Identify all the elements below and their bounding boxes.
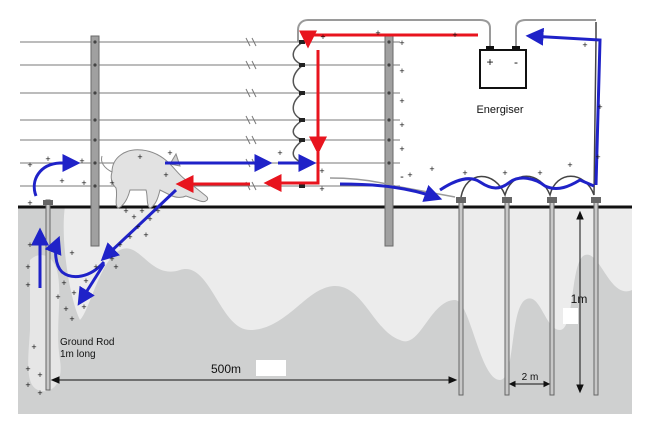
wire-break-marks [245, 37, 257, 191]
svg-text:+: + [37, 370, 42, 380]
svg-text:+: + [81, 302, 86, 312]
svg-text:+: + [429, 164, 434, 174]
moist-soil-zone [63, 206, 633, 380]
rod-depth-label: 1m [571, 292, 588, 306]
svg-text:+: + [69, 314, 74, 324]
distance-dimension [50, 376, 458, 384]
return-current-soil-curve [44, 235, 106, 279]
svg-text:+: + [375, 28, 380, 38]
svg-text:+: + [69, 248, 74, 258]
svg-text:+: + [320, 32, 325, 42]
svg-text:+: + [55, 292, 60, 302]
svg-text:+: + [407, 170, 412, 180]
earth-lead-wire [515, 19, 596, 46]
svg-text:+: + [399, 144, 404, 154]
return-current-animal-to-soil [100, 188, 178, 262]
svg-text:+: + [83, 276, 88, 286]
live-current-path-to-animal [263, 152, 320, 192]
svg-text:+: + [399, 96, 404, 106]
svg-text:+: + [27, 198, 32, 208]
ground-rod-label: Ground Rod [60, 337, 114, 348]
svg-text:+: + [25, 280, 30, 290]
live-lead-wire [297, 19, 491, 46]
negative-charge-symbol: - [400, 171, 404, 183]
live-current-path-top [299, 30, 478, 49]
fence-post-left [90, 35, 100, 247]
rod-spacing-dimension [508, 380, 551, 388]
svg-text:+: + [277, 148, 282, 158]
svg-text:+: + [131, 212, 136, 222]
distance-label: 500m [211, 362, 241, 376]
svg-text:+: + [127, 232, 132, 242]
battery-positive-terminal: + [486, 55, 493, 69]
svg-text:+: + [537, 168, 542, 178]
ground-rods [45, 199, 599, 396]
wire-insulators [299, 40, 305, 188]
return-current-earth-wire [439, 176, 595, 192]
animal-silhouette [101, 149, 209, 209]
svg-text:+: + [135, 222, 140, 232]
svg-text:+: + [399, 120, 404, 130]
svg-text:+: + [597, 102, 602, 112]
svg-text:+: + [502, 168, 507, 178]
rod-spacing-label: 2 m [522, 372, 539, 383]
svg-text:+: + [63, 304, 68, 314]
energiser-unit [479, 46, 527, 89]
moist-soil-patch [28, 255, 61, 392]
svg-text:+: + [462, 168, 467, 178]
lower-lead-wire [329, 177, 456, 198]
svg-text:+: + [143, 230, 148, 240]
svg-text:+: + [137, 152, 142, 162]
svg-text:+: + [71, 288, 76, 298]
energiser-label: Energiser [476, 104, 523, 116]
return-current-left-wire [32, 154, 81, 197]
fence-post-right [384, 35, 394, 247]
svg-text:+: + [123, 206, 128, 216]
distance-label-bg [256, 360, 286, 376]
return-current-lower-wire [339, 182, 443, 202]
svg-text:+: + [139, 206, 144, 216]
svg-text:+: + [59, 176, 64, 186]
svg-text:+: + [163, 170, 168, 180]
svg-text:+: + [452, 30, 457, 40]
svg-text:+: + [167, 148, 172, 158]
battery-negative-terminal: - [514, 55, 518, 69]
svg-text:+: + [595, 152, 600, 162]
svg-text:+: + [31, 342, 36, 352]
svg-text:+: + [117, 240, 122, 250]
svg-text:+: + [27, 160, 32, 170]
svg-text:+: + [399, 38, 404, 48]
return-current-top [525, 27, 602, 186]
svg-text:+: + [25, 380, 30, 390]
rod-depth-label-bg [563, 308, 578, 324]
svg-text:+: + [319, 166, 324, 176]
svg-text:+: + [113, 262, 118, 272]
svg-text:+: + [37, 388, 42, 398]
svg-text:+: + [81, 178, 86, 188]
svg-text:+: + [25, 364, 30, 374]
svg-text:+: + [109, 178, 114, 188]
svg-text:+: + [567, 160, 572, 170]
svg-text:+: + [399, 66, 404, 76]
ground-rod-length-label: 1m long [60, 349, 96, 360]
svg-text:+: + [109, 254, 114, 264]
svg-text:+: + [582, 40, 587, 50]
charge-symbols: +++ +++ +++ +++ +++ ++ +++ +++ +++ +++ +… [25, 28, 602, 398]
svg-text:+: + [155, 206, 160, 216]
svg-text:+: + [79, 156, 84, 166]
return-current-soil-down [77, 263, 106, 306]
rod-clamps [43, 197, 601, 205]
rod-depth-dimension [576, 210, 584, 394]
svg-text:+: + [45, 154, 50, 164]
jumper-wire [292, 41, 305, 164]
svg-text:+: + [27, 240, 32, 250]
svg-text:+: + [93, 262, 98, 272]
svg-text:+: + [61, 278, 66, 288]
svg-text:+: + [25, 262, 30, 272]
svg-text:+: + [319, 184, 324, 194]
svg-text:+: + [147, 214, 152, 224]
